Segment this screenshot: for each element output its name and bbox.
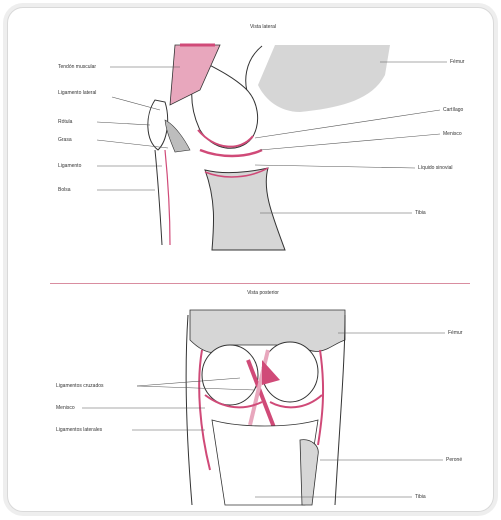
label-femur-top: Fémur (450, 59, 464, 65)
label-meniscus-top: Menisco (443, 131, 462, 137)
tibia-shape (205, 168, 285, 250)
fat-pad (165, 120, 190, 152)
label-meniscus-bottom: Menisco (56, 405, 75, 411)
label-tibia-bottom: Tibia (415, 494, 426, 500)
medial-condyle (202, 345, 258, 405)
posterior-femur (190, 310, 345, 353)
lateral-view-drawing (148, 45, 390, 250)
label-ligament: Ligamento (58, 163, 81, 169)
label-fibula: Peroné (446, 457, 462, 463)
label-femur-bottom: Fémur (448, 330, 462, 336)
label-tibia-top: Tibia (415, 210, 426, 216)
lateral-view-title: Vista lateral (203, 24, 323, 30)
label-collateral: Ligamentos laterales (56, 427, 102, 433)
fibula-shape (300, 440, 318, 505)
label-patella: Rótula (58, 119, 72, 125)
label-synovial: Líquido sinovial (418, 165, 452, 171)
section-divider (50, 283, 470, 284)
femur-shape (258, 45, 390, 112)
posterior-view-drawing (186, 310, 345, 505)
patellar-ligament (155, 150, 162, 245)
label-bursa: Bolsa (58, 187, 71, 193)
label-cartilage: Cartílago (443, 107, 463, 113)
posterior-view-title: Vista posterior (203, 290, 323, 296)
label-tendon: Tendón muscular (58, 64, 96, 70)
meniscus-shape (200, 150, 262, 156)
label-lateral-ligament: Ligamento lateral (58, 90, 96, 96)
label-cruciate: Ligamentos cruzados (56, 383, 104, 389)
label-fat: Grasa (58, 137, 72, 143)
